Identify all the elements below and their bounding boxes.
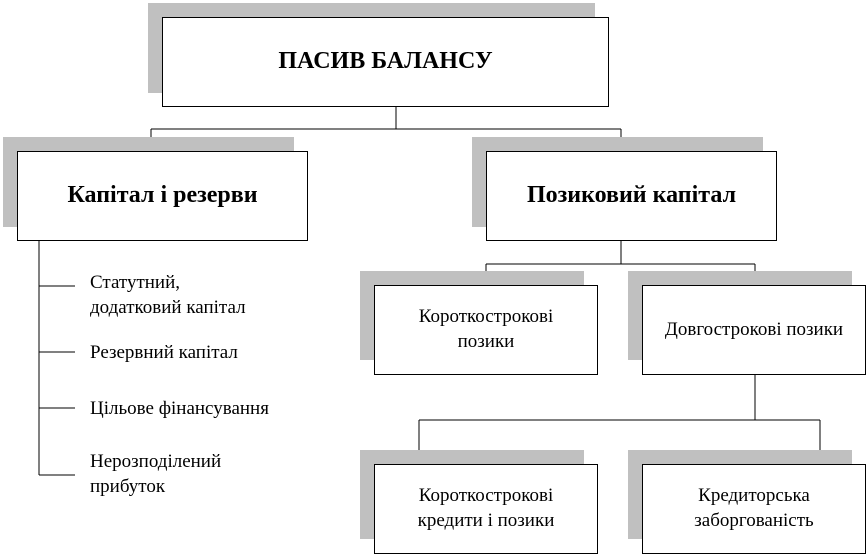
- payables-node: Кредиторська заборгованість: [642, 464, 866, 554]
- root-label: ПАСИВ БАЛАНСУ: [278, 48, 493, 75]
- equity-item-charter-capital: Статутний, додатковий капітал: [90, 272, 246, 318]
- equity-node: Капітал і резерви: [17, 151, 308, 241]
- short-term-loans-node: Короткострокові позики: [374, 285, 598, 375]
- short-term-credits-label: Короткострокові кредити і позики: [417, 485, 555, 531]
- debt-node: Позиковий капітал: [486, 151, 777, 241]
- long-term-loans-label: Довгострокові позики: [664, 318, 844, 340]
- root-node: ПАСИВ БАЛАНСУ: [162, 17, 609, 107]
- equity-item-retained-earnings: Нерозподілений прибуток: [90, 451, 222, 497]
- equity-label: Капітал і резерви: [67, 182, 258, 209]
- equity-item-targeted-financing: Цільове фінансування: [90, 398, 269, 419]
- short-term-credits-node: Короткострокові кредити і позики: [374, 464, 598, 554]
- payables-label: Кредиторська заборгованість: [694, 485, 814, 531]
- long-term-loans-node: Довгострокові позики: [642, 285, 866, 375]
- equity-item-reserve-capital: Резервний капітал: [90, 342, 238, 363]
- debt-label: Позиковий капітал: [526, 182, 737, 209]
- short-term-loans-label: Короткострокові позики: [418, 306, 554, 352]
